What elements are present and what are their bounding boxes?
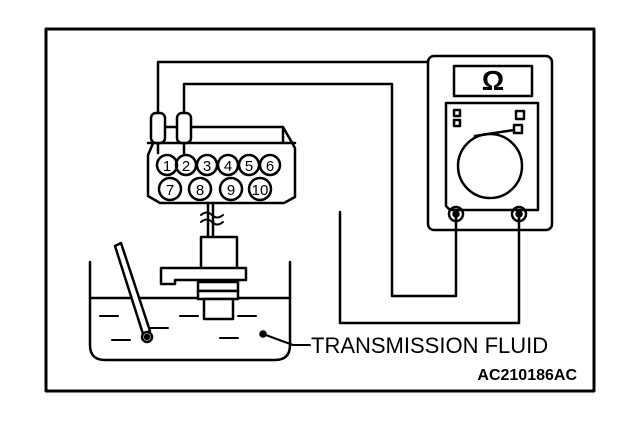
pin-label: 8 <box>196 182 204 199</box>
pin-label: 2 <box>182 158 190 175</box>
meter-ohm-symbol: Ω <box>482 65 504 96</box>
probe-lead-wire-2 <box>182 82 458 298</box>
pin-labels: 1 2 3 4 5 6 7 8 9 10 <box>163 158 274 199</box>
ohmmeter <box>426 54 554 232</box>
meter-terminal-com <box>447 205 465 223</box>
meter-lead-wire <box>338 210 521 325</box>
label-leader-line <box>262 333 311 346</box>
pin-label: 1 <box>163 158 171 175</box>
sensor-harness <box>200 201 224 240</box>
pin-label: 5 <box>245 158 253 175</box>
pin-label: 10 <box>252 182 269 199</box>
meter-terminal-v <box>510 205 528 223</box>
speed-sensor <box>159 235 248 321</box>
fluid-label: TRANSMISSION FLUID <box>311 333 548 358</box>
connector-pin-10 <box>247 176 273 202</box>
probe-lead-wire-1 <box>156 60 430 117</box>
fluid-container <box>88 260 292 362</box>
meter-dial-housing <box>444 101 540 212</box>
pin-label: 9 <box>227 182 235 199</box>
figure-frame <box>44 27 596 393</box>
pin-label: 6 <box>266 158 274 175</box>
connector-pin-7 <box>157 176 183 202</box>
connector-pin-6 <box>258 153 282 177</box>
connector-pin-8 <box>187 176 213 202</box>
meter-dial <box>456 132 524 200</box>
meter-display <box>452 64 534 98</box>
pin-label: 3 <box>203 158 211 175</box>
pin-label: 4 <box>224 158 232 175</box>
figure-code: AC210186AC <box>477 367 577 384</box>
test-probes <box>149 111 193 155</box>
connector-pin-9 <box>218 176 244 202</box>
fluid-ripples <box>99 315 257 341</box>
thermometer-icon <box>113 241 154 344</box>
pin-label: 7 <box>166 182 174 199</box>
